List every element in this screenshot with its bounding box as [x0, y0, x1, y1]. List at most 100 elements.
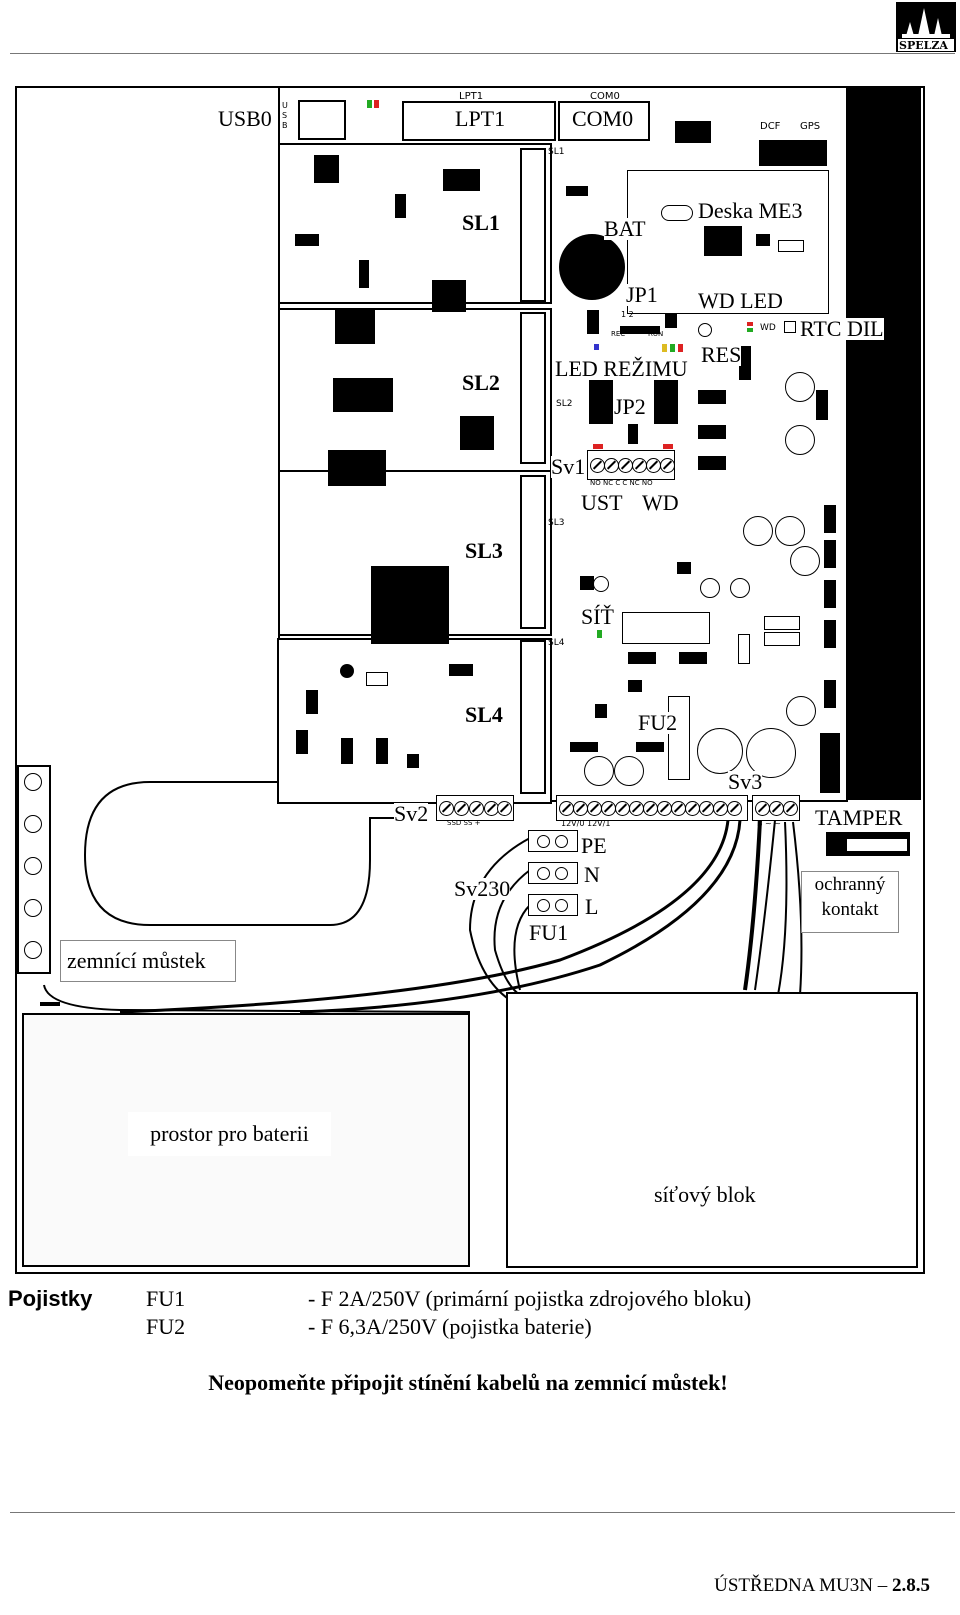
sl4-chip-4: [306, 690, 318, 714]
sv3-terminal: [783, 801, 798, 816]
power-terminal: [727, 801, 742, 816]
earth-screw-icon: [24, 941, 42, 959]
jp2-label: JP2: [614, 394, 646, 419]
power-terminal: [713, 801, 728, 816]
ochranny-kontakt-box: ochranný kontakt: [801, 871, 899, 933]
sv230-pe-terminal: [528, 830, 578, 852]
sv230-l-terminal: [528, 894, 578, 916]
sv2-terminal: [439, 801, 454, 816]
power-terminal-block: [556, 795, 748, 821]
n-wire: [493, 869, 531, 996]
sv1-pin-label: NO NC C C NC NO: [590, 479, 653, 487]
sl2-label: SL2: [462, 370, 500, 395]
rtc-dil-socket: [784, 321, 796, 333]
led-red-mode: [678, 344, 683, 352]
me3-chip-2: [756, 234, 770, 246]
sl4-chip-7: [376, 738, 388, 764]
sl4-chip-3: [449, 664, 473, 676]
main-chip-7: [654, 380, 678, 424]
sv2-terminal: [497, 801, 512, 816]
sl3-small-label: SL3: [548, 518, 565, 528]
main-chip-4: [665, 314, 677, 328]
main-chip-15: [824, 620, 836, 648]
header-rule: [10, 53, 955, 54]
main-chip-14: [824, 580, 836, 608]
fuses-title: Pojistky: [8, 1286, 93, 1311]
deska-me3-label: Deska ME3: [698, 198, 803, 223]
led-rezimu-label: LED REŽIMU: [555, 356, 688, 381]
earth-screw-icon: [24, 773, 42, 791]
power-terminal: [671, 801, 686, 816]
capacitor-10: [746, 728, 796, 778]
sv2-pin-label: SSD SS +: [447, 819, 481, 827]
ochranny-label: ochranný: [814, 874, 886, 895]
kontakt-label: kontakt: [821, 899, 879, 920]
power-terminal: [685, 801, 700, 816]
earth-strip: [17, 765, 51, 974]
sl4-chip-2: [340, 664, 354, 678]
component-outline-1: [764, 616, 800, 630]
main-chip-9: [698, 425, 726, 439]
sl4-chip-8: [407, 754, 419, 768]
run-label: RUN: [648, 330, 664, 338]
capacitor-6: [700, 578, 720, 598]
sl1-small-label: SL1: [548, 147, 565, 157]
jp2-jumper: [628, 424, 638, 444]
power-terminal: [587, 801, 602, 816]
sl4-component-outline: [366, 672, 388, 686]
sl1-chip-3: [395, 194, 406, 218]
led-yellow-mode: [662, 344, 667, 352]
main-chip-6: [589, 380, 613, 424]
main-chip-8: [698, 390, 726, 404]
sv1-terminal: [590, 458, 605, 473]
usb-port: [298, 100, 346, 140]
fu2-fuse-holder: [668, 696, 690, 780]
tamper-label: TAMPER: [815, 805, 903, 830]
capacitor-7: [730, 578, 750, 598]
sv3-wire-c: [777, 821, 788, 996]
me3-chip: [704, 226, 742, 256]
com0-label: COM0: [572, 106, 634, 131]
sv3-wire-d: [792, 821, 803, 996]
main-chip-22: [628, 680, 642, 692]
sl4-label: SL4: [465, 702, 503, 727]
me3-crystal: [661, 205, 693, 221]
sit-ic-outline: [622, 612, 710, 644]
footer-rule: [10, 1512, 955, 1513]
ust-label: UST: [581, 490, 623, 515]
led-green-usb: [367, 100, 372, 108]
jp1-jumper: [620, 326, 660, 334]
tamper-lever: [846, 838, 908, 852]
sv2-terminal: [469, 801, 484, 816]
zemnici-mustek-box: zemnící můstek: [60, 940, 236, 982]
capacitor-2: [785, 425, 815, 455]
sv1-terminal: [604, 458, 619, 473]
led-red-ust: [593, 444, 603, 449]
power-terminal: [699, 801, 714, 816]
sv230-pe-screw: [555, 835, 568, 848]
earth-screw-icon: [24, 857, 42, 875]
jp1-label: JP1: [626, 282, 658, 307]
sv230-n-terminal: [528, 862, 578, 884]
footer-page-number: 2.8.5: [892, 1575, 930, 1596]
sv230-n-screw: [555, 867, 568, 880]
rtc-dil-label: RTC DIL: [800, 316, 884, 341]
sl1-chip-6: [432, 280, 466, 312]
component-outline-2: [764, 632, 800, 646]
fu2-label: FU2: [638, 710, 678, 735]
usb0-label: USB0: [218, 106, 272, 131]
sl4-chip-5: [296, 730, 308, 754]
main-chip-24: [570, 742, 598, 752]
battery-cell: [559, 234, 625, 300]
lpt1-small-label: LPT1: [459, 91, 484, 102]
capacitor-1: [785, 372, 815, 402]
main-chip-11: [816, 390, 828, 420]
sv1-terminal: [646, 458, 661, 473]
power-terminal: [643, 801, 658, 816]
led-blue-mode: [594, 344, 599, 350]
capacitor-3: [743, 516, 773, 546]
sl4-chip-1: [371, 566, 449, 644]
pe-wire: [468, 837, 531, 1001]
n-label: N: [584, 862, 600, 887]
